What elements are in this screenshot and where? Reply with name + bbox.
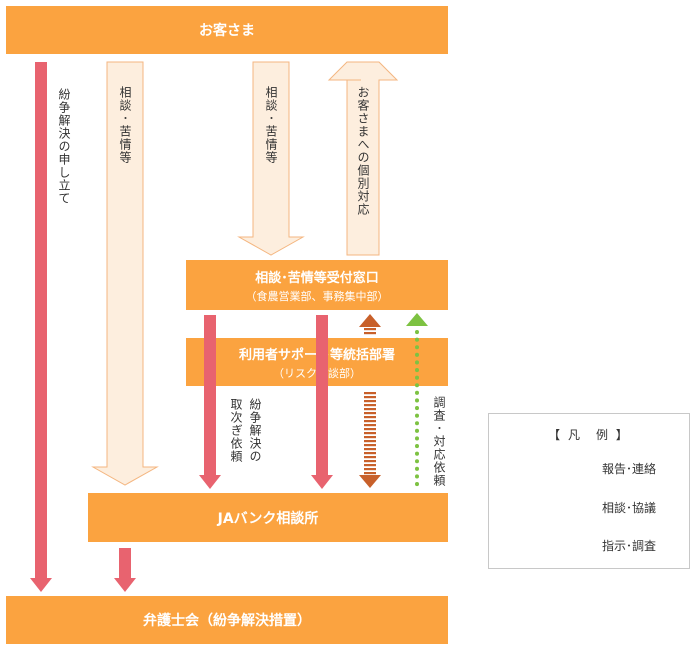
consultation-arrow-left <box>91 61 159 486</box>
relay-request-arrow <box>199 315 221 489</box>
legend: 【 凡 例 】 報告･連絡 相談･協議 指示･調査 <box>488 413 690 569</box>
bar-association-box: 弁護士会（紛争解決措置） <box>6 596 448 644</box>
consultation-label-middle: 相談･苦情等 <box>264 86 278 164</box>
legend-instruct-label: 指示･調査 <box>602 539 657 553</box>
legend-title: 【 凡 例 】 <box>548 428 630 442</box>
consultation-label-left: 相談･苦情等 <box>118 86 132 164</box>
ja-bank-consultation-box: JAバンク相談所 <box>88 493 448 542</box>
consultation-bidirectional-arrow <box>359 314 381 488</box>
customer-label: お客さま <box>199 23 255 39</box>
consultation-arrow-middle <box>237 61 305 256</box>
bar-association-label: 弁護士会（紛争解決措置） <box>143 613 311 629</box>
individual-response-label: お客さまへの個別対応 <box>356 86 370 216</box>
legend-report-label: 報告･連絡 <box>602 462 657 476</box>
consultation-desk-subtitle: （食農営業部、事務集中部） <box>245 289 389 303</box>
jabank-to-lawyers-arrow <box>114 548 136 592</box>
relay-request-label-2: 取次ぎ依頼 <box>229 398 243 463</box>
consultation-desk-title: 相談･苦情等受付窓口 <box>255 270 379 286</box>
individual-response-arrow <box>327 61 399 256</box>
customer-box: お客さま <box>6 6 448 54</box>
survey-request-label: 調査･対応依頼 <box>432 396 446 487</box>
report-arrow-middle <box>311 315 333 489</box>
dispute-filing-arrow <box>30 62 52 592</box>
dispute-filing-label: 紛争解決の申し立て <box>57 88 71 205</box>
legend-consult-label: 相談･協議 <box>602 501 657 515</box>
survey-request-arrow <box>406 313 428 488</box>
ja-bank-consultation-label: JAバンク相談所 <box>217 510 319 527</box>
consultation-desk-box: 相談･苦情等受付窓口 （食農営業部、事務集中部） <box>186 260 448 310</box>
relay-request-label-1: 紛争解決の <box>248 398 262 463</box>
